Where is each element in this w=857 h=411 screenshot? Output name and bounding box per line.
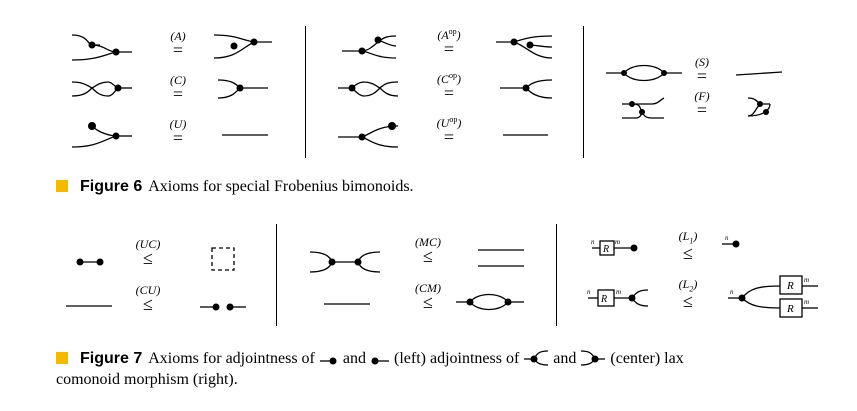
relation-symbol: ≤ xyxy=(143,294,153,314)
relation-symbol: = xyxy=(172,128,184,148)
relation-label: (Aop) xyxy=(437,27,461,42)
relation-A: (A) = xyxy=(160,30,196,59)
figure6-separator-right xyxy=(583,26,584,158)
box-label-L2-top: R xyxy=(786,280,794,292)
figure7-separator-right xyxy=(556,224,557,326)
caption-text: (center) lax xyxy=(610,350,684,367)
figure6-separator-left xyxy=(305,26,306,158)
diagram-S-lhs xyxy=(606,64,682,82)
diagram-S-rhs xyxy=(735,71,783,76)
relation-label: (MC) xyxy=(415,235,441,249)
relation-label: (U) xyxy=(169,117,187,131)
relation-symbol: ≤ xyxy=(423,292,433,312)
wire-label-m: m xyxy=(616,288,621,296)
diagram-UC-rhs xyxy=(211,247,235,271)
relation-CM: (CM) ≤ xyxy=(406,282,450,311)
relation-S: (S) = xyxy=(684,56,720,85)
relation-symbol: = xyxy=(172,40,184,60)
caption-text: (left) adjointness of xyxy=(394,350,520,367)
relation-MC: (MC) ≤ xyxy=(406,236,450,265)
relation-symbol: = xyxy=(696,66,708,86)
relation-label: (A) xyxy=(170,29,186,43)
caption-text: and xyxy=(553,350,577,367)
relation-symbol: = xyxy=(443,39,455,59)
comultiplication-glyph-icon xyxy=(524,350,549,366)
unit-glyph-icon xyxy=(371,357,389,365)
relation-symbol: ≤ xyxy=(683,243,693,264)
relation-L2: (L2) ≤ xyxy=(668,278,708,310)
diagram-A-rhs xyxy=(213,34,272,59)
relation-label: (F) xyxy=(694,89,710,103)
relation-Cop: (Cop) = xyxy=(424,71,474,103)
wire-label-n: n xyxy=(587,288,591,296)
wire-label-n: n xyxy=(591,238,595,246)
relation-U: (U) = xyxy=(160,118,196,147)
relation-L1: (L1) ≤ xyxy=(668,230,708,262)
caption-marker xyxy=(56,180,68,192)
relation-symbol: = xyxy=(696,100,708,120)
diagram-L1-lhs xyxy=(592,240,634,256)
diagram-A-lhs xyxy=(71,34,132,61)
relation-symbol: = xyxy=(443,83,455,103)
caption-marker xyxy=(56,352,68,364)
relation-symbol: = xyxy=(172,84,184,104)
multiplication-glyph-icon xyxy=(581,350,606,366)
wire-label-m: m xyxy=(804,276,809,284)
relation-label: (CM) xyxy=(415,281,441,295)
caption-text: and xyxy=(342,350,366,367)
caption-text: comonoid morphism (right). xyxy=(56,371,238,388)
diagram-C-lhs xyxy=(71,81,132,97)
relation-label: (CU) xyxy=(135,283,161,297)
wire-label-m: m xyxy=(615,238,620,246)
relation-symbol: ≤ xyxy=(143,248,153,268)
box-label-L2-bottom: R xyxy=(786,303,794,315)
figure-number: Figure 7 xyxy=(80,350,143,367)
relation-label: (Uop) xyxy=(436,115,462,130)
wire-label-n: n xyxy=(725,234,729,242)
wire-label-n: n xyxy=(730,288,734,296)
relation-symbol: = xyxy=(443,127,455,147)
relation-UC: (UC) ≤ xyxy=(128,238,168,267)
diagram-Aop-rhs xyxy=(496,35,553,59)
caption-text: Axioms for special Frobenius bimonoids. xyxy=(148,178,414,195)
diagram-MC-lhs xyxy=(309,251,381,273)
counit-glyph-icon xyxy=(319,357,337,365)
figure7-caption: Figure 7 Axioms for adjointness of and (l… xyxy=(56,348,816,390)
relation-label: (Cop) xyxy=(437,71,461,86)
wire-label-m: m xyxy=(804,298,809,306)
diagram-CM-rhs xyxy=(456,293,524,311)
relation-label: (S) xyxy=(695,55,709,69)
relation-label: (L2) xyxy=(678,277,698,294)
diagram-F-lhs xyxy=(622,97,665,119)
relation-label: (UC) xyxy=(135,237,161,251)
relation-symbol: ≤ xyxy=(683,291,693,312)
relation-F: (F) = xyxy=(684,90,720,119)
relation-label: (L1) xyxy=(678,229,698,246)
relation-C: (C) = xyxy=(160,74,196,103)
diagram-Uop-lhs xyxy=(338,125,399,148)
box-label-L1: R xyxy=(602,244,609,255)
figure6-caption: Figure 6 Axioms for special Frobenius bim… xyxy=(56,176,414,197)
relation-label: (C) xyxy=(170,73,186,87)
diagram-U-lhs xyxy=(71,125,132,148)
diagram-Aop-lhs xyxy=(342,35,397,59)
diagram-Cop-lhs xyxy=(338,81,399,97)
diagram-MC-rhs xyxy=(478,249,524,267)
caption-text: Axioms for adjointness of xyxy=(148,350,315,367)
relation-Aop: (Aop) = xyxy=(424,27,474,59)
figure7-separator-left xyxy=(276,224,277,326)
relation-symbol: ≤ xyxy=(423,246,433,266)
box-label-L2: R xyxy=(600,294,607,305)
diagram-dots xyxy=(76,36,769,311)
relation-Uop: (Uop) = xyxy=(424,115,474,147)
figure-number: Figure 6 xyxy=(80,178,143,195)
relation-CU: (CU) ≤ xyxy=(128,284,168,313)
